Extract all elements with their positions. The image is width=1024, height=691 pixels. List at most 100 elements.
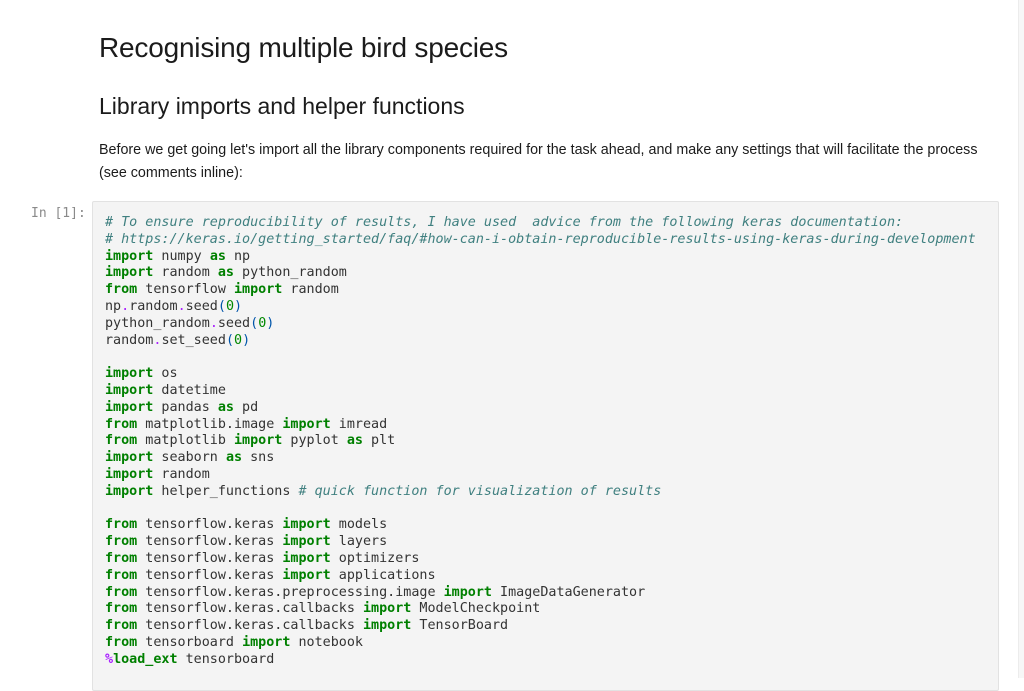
code-line: import datetime [105,383,976,400]
scrollbar[interactable] [1018,0,1024,678]
code-line: from tensorflow.keras.callbacks import T… [105,618,976,635]
keyword: import [105,399,154,415]
code-text: np [225,248,251,264]
keyword: from [105,634,138,650]
code-text: set_seed [161,332,226,348]
code-text: matplotlib.image [137,416,283,432]
code-text: tensorflow.keras [137,567,283,583]
code-line: from tensorflow.keras import optimizers [105,551,976,568]
number: 0 [225,298,234,314]
keyword: from [105,416,138,432]
paren: ( [225,332,234,348]
keyword: import [105,382,154,398]
code-text: seaborn [153,450,226,466]
magic-command: load_ext [113,651,178,667]
keyword: import [282,567,331,583]
paren: ) [266,315,275,331]
code-line: import pandas as pd [105,400,976,417]
code-line: from matplotlib import pyplot as plt [105,433,976,450]
keyword: import [282,534,331,550]
keyword: import [234,433,283,449]
code-text: matplotlib [137,433,234,449]
operator: . [121,298,130,314]
code-text: pd [234,399,259,415]
keyword: from [105,584,138,600]
keyword: import [105,483,154,499]
code-text: applications [330,567,436,583]
keyword: import [105,466,154,482]
comment: # To ensure reproducibility of results, … [105,215,904,230]
paren: ( [217,298,226,314]
keyword: import [105,265,154,281]
code-text: tensorflow.keras.callbacks [137,618,363,634]
code-text: tensorflow.keras.callbacks [137,601,363,617]
keyword: from [105,534,138,550]
comment: # quick function for visualization of re… [298,483,662,499]
keyword: import [362,618,412,634]
code-text: tensorboard [177,651,275,667]
code-line: import random [105,467,976,484]
code-text: plt [363,433,396,449]
code-line: import helper_functions # quick function… [105,484,976,501]
code-text: seed [185,298,218,314]
keyword: import [234,282,283,298]
code-line: from tensorflow.keras.preprocessing.imag… [105,585,976,602]
code-text: np [105,298,122,314]
keyword: from [105,433,138,449]
keyword: from [105,618,138,634]
code-text: tensorflow.keras [137,550,283,566]
code-line: # https://keras.io/getting_started/faq/#… [105,232,976,249]
keyword: as [209,248,226,264]
operator: . [153,332,162,348]
code-line: from tensorboard import notebook [105,635,976,652]
paren: ( [250,315,259,331]
keyword: import [362,601,412,617]
keyword: from [105,601,138,617]
code-text: seed [217,315,251,331]
code-line: np.random.seed(0) [105,299,976,316]
code-text: random [105,332,154,348]
code-text: ModelCheckpoint [411,601,541,617]
code-line: import numpy as np [105,249,976,266]
keyword: as [346,433,363,449]
code-text: python_random [234,265,347,281]
cell-prompt: In [1]: [31,206,86,221]
comment: # https://keras.io/getting_started/faq/#… [105,231,976,247]
keyword: import [282,517,331,533]
code-text: tensorflow [137,282,234,298]
code-text: optimizers [330,550,420,566]
keyword: import [443,584,492,600]
code-text: helper_functions [153,483,299,499]
code-text: random [129,298,178,314]
code-line: from matplotlib.image import imread [105,417,976,434]
keyword: import [282,416,331,432]
keyword: from [105,550,138,566]
paren: ) [242,332,251,348]
code-text: pandas [153,399,218,415]
code-text: tensorboard [137,634,243,650]
code-line: from tensorflow.keras.callbacks import M… [105,601,976,618]
code-text: tensorflow.keras.preprocessing.image [137,584,444,600]
code-text: tensorflow.keras [137,517,283,533]
keyword: from [105,517,138,533]
code-line: # To ensure reproducibility of results, … [105,215,976,232]
code-cell[interactable]: # To ensure reproducibility of results, … [92,201,999,691]
notebook-title: Recognising multiple bird species [99,32,508,63]
code-line: from tensorflow import random [105,282,976,299]
code-text: layers [330,534,388,550]
code-text: random [153,265,218,281]
keyword: as [217,399,234,415]
operator: . [209,315,218,331]
code-text: random [282,282,339,298]
code-text: notebook [290,634,363,650]
code-line: %load_ext tensorboard [105,652,976,669]
code-line: from tensorflow.keras import models [105,517,976,534]
number: 0 [234,332,243,348]
code-line [105,501,976,518]
code-editor[interactable]: # To ensure reproducibility of results, … [105,215,976,669]
keyword: import [242,634,291,650]
paren: ) [234,298,243,314]
code-text: os [153,366,178,382]
intro-paragraph: Before we get going let's import all the… [99,142,978,181]
code-text: imread [330,416,388,432]
